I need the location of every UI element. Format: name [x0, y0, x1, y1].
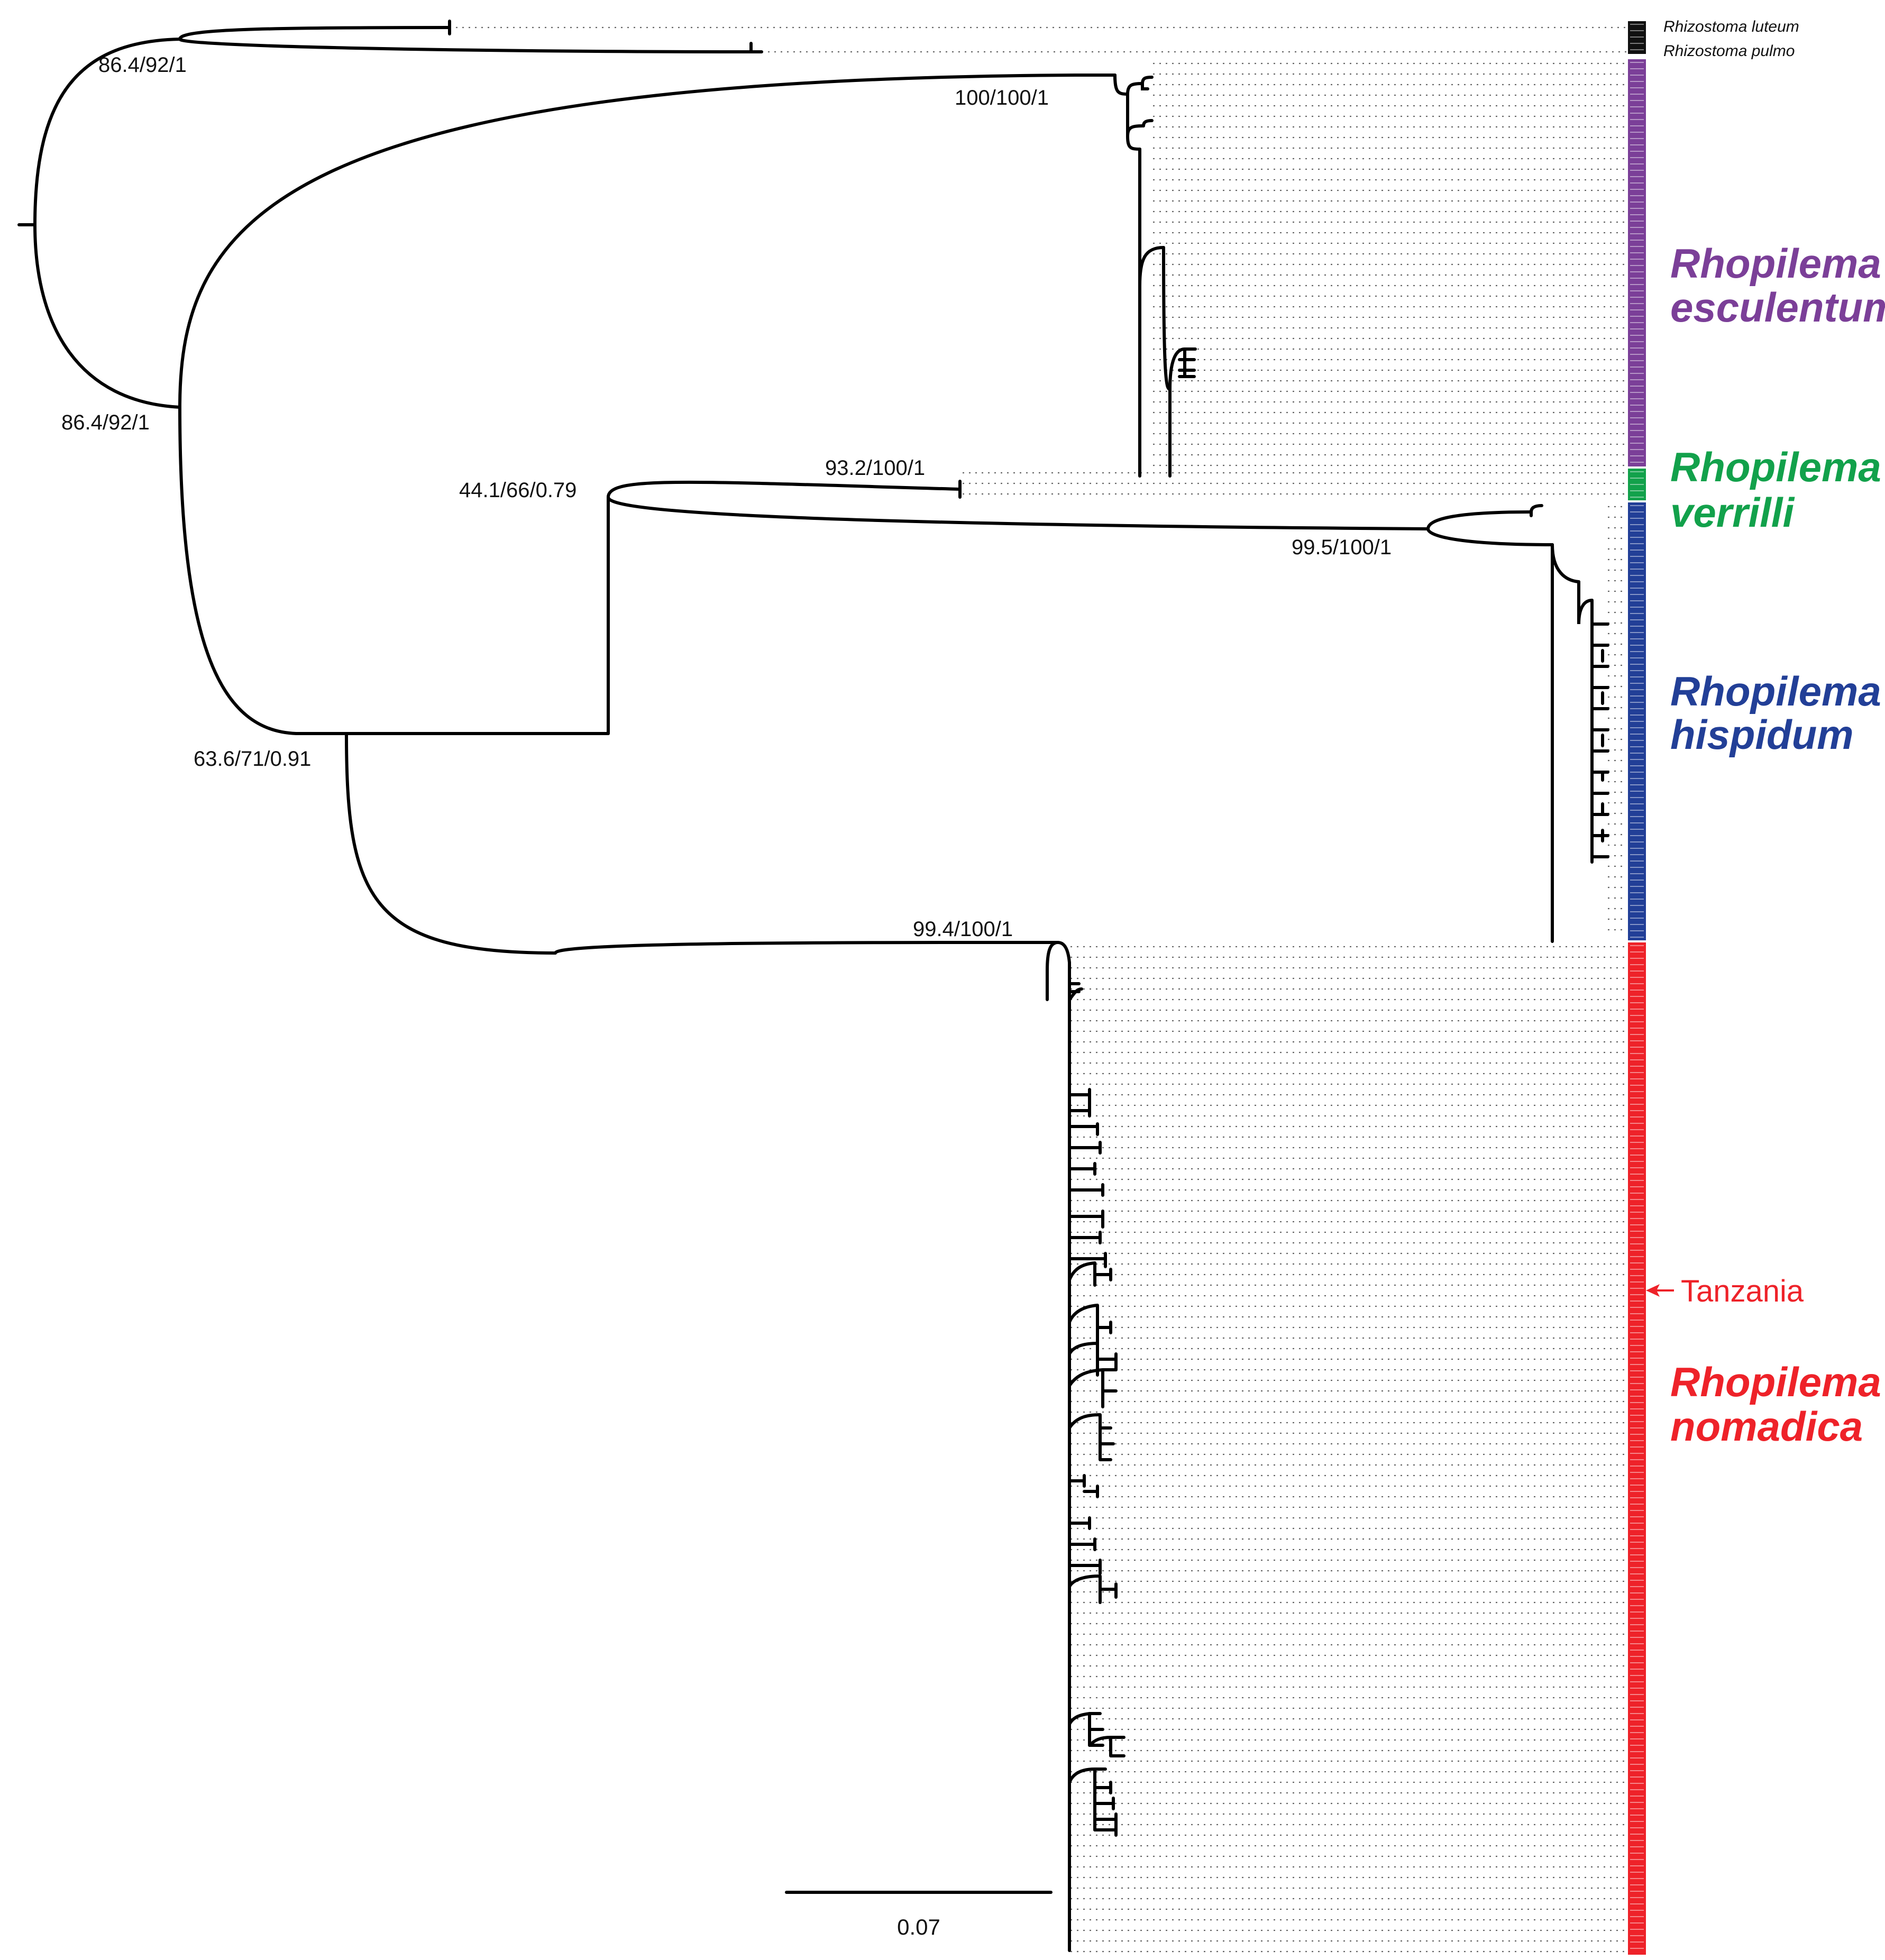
tip-bar: [1628, 21, 1646, 54]
outgroup-labels: Rhizostoma luteum Rhizostoma pulmo: [1663, 18, 1799, 60]
clade-label-verrilli: Rhopilema verrilli: [1670, 444, 1885, 536]
tip-label-bars: [1628, 21, 1646, 1955]
tree-branches: [17, 20, 1609, 1952]
tanzania-arrow-head: [1646, 1284, 1660, 1297]
scale-bar: 0.07: [785, 1891, 1053, 1939]
support-hispidum-nomadica: 63.6/71/0.91: [194, 747, 311, 771]
clade-label-esculentum: Rhopilema esculentum: [1670, 240, 1885, 331]
support-root-ingroup: 86.4/92/1: [61, 411, 150, 434]
tip-bar: [1628, 469, 1646, 500]
support-nomadica: 99.4/100/1: [913, 918, 1013, 941]
clade-genus-esculentum: Rhopilema: [1670, 240, 1881, 287]
clade-genus-verrilli: Rhopilema: [1670, 444, 1881, 490]
tanzania-annotation: Tanzania: [1646, 1274, 1804, 1308]
support-hispidum: 99.5/100/1: [1292, 536, 1392, 559]
clade-species-hispidum: hispidum: [1670, 711, 1854, 758]
clade-species-esculentum: esculentum: [1670, 284, 1885, 331]
clade-genus-hispidum: Rhopilema: [1670, 668, 1881, 715]
clade-label-nomadica: Rhopilema nomadica: [1670, 1359, 1885, 1450]
outgroup-label-luteum: Rhizostoma luteum: [1663, 18, 1799, 35]
support-rhizostoma: 86.4/92/1: [98, 53, 187, 77]
support-esculentum: 100/100/1: [955, 86, 1049, 109]
scale-bar-label: 0.07: [897, 1915, 940, 1939]
clade-species-nomadica: nomadica: [1670, 1403, 1863, 1450]
tanzania-label: Tanzania: [1681, 1274, 1804, 1308]
tip-leader-lines: [450, 26, 1627, 1953]
tip-bar: [1628, 502, 1646, 940]
tip-bar: [1628, 942, 1646, 1955]
clade-species-verrilli: verrilli: [1670, 489, 1795, 536]
support-verrilli: 93.2/100/1: [825, 456, 925, 480]
support-verrilli-hispidum: 44.1/66/0.79: [459, 479, 577, 502]
clade-genus-nomadica: Rhopilema: [1670, 1359, 1881, 1405]
tip-bar: [1628, 59, 1646, 466]
outgroup-label-pulmo: Rhizostoma pulmo: [1663, 42, 1795, 60]
clade-label-hispidum: Rhopilema hispidum: [1670, 668, 1885, 758]
support-values: 86.4/92/1 86.4/92/1 100/100/1 44.1/66/0.…: [61, 53, 1392, 941]
clade-labels: Rhopilema esculentum Rhopilema verrilli …: [1670, 240, 1885, 1450]
